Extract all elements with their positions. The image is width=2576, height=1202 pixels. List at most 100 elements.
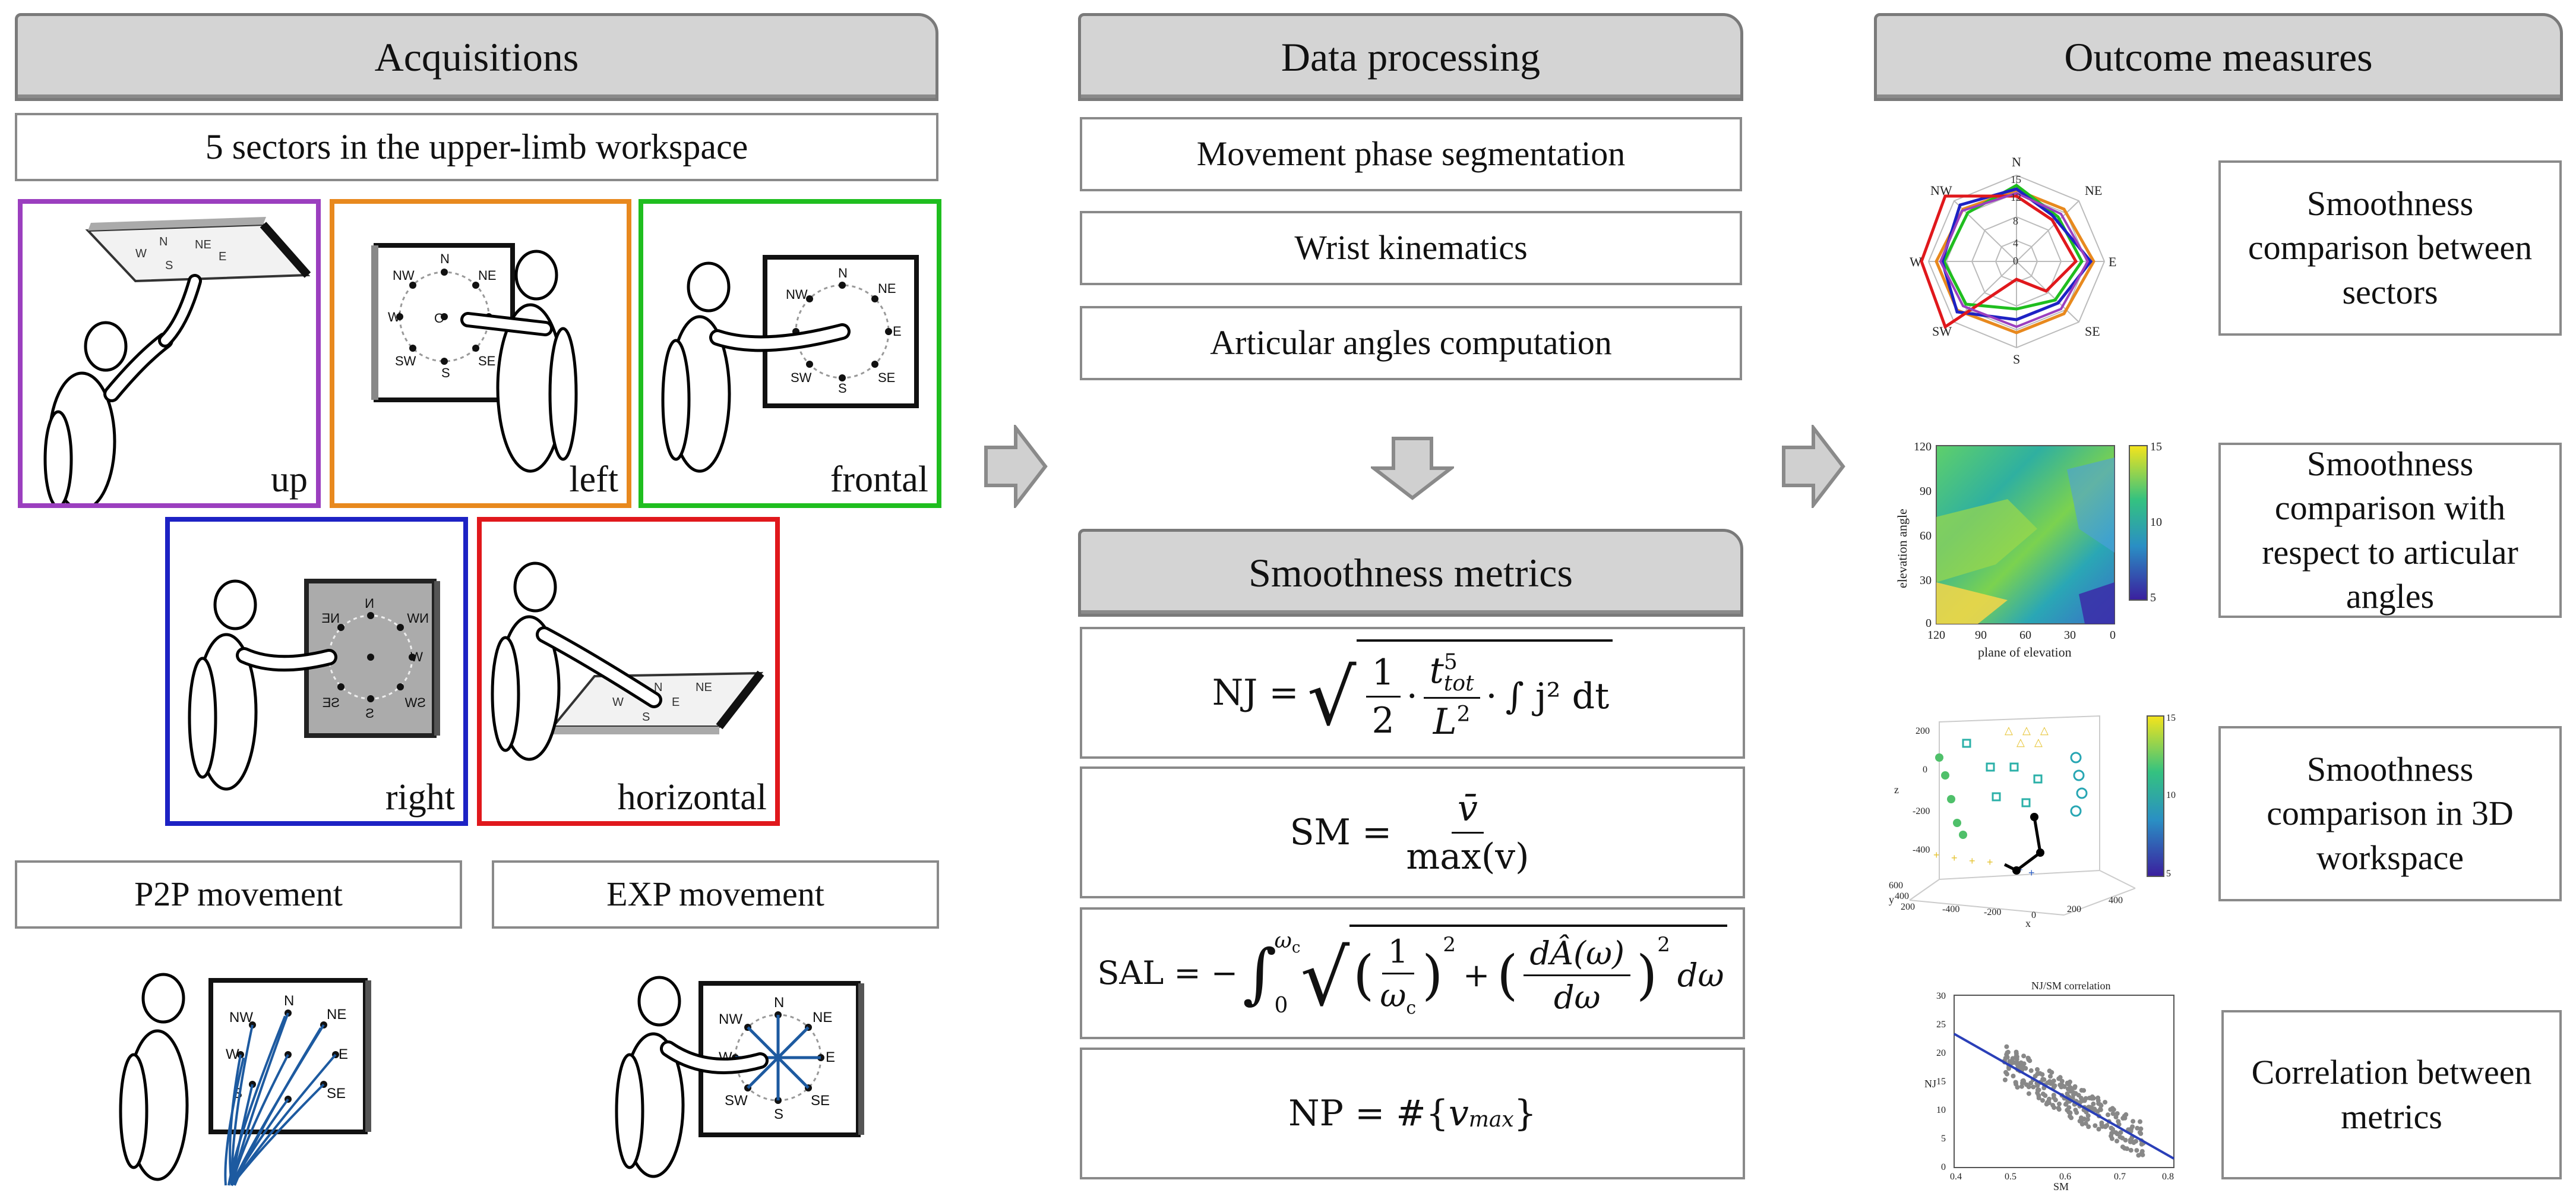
outcome-measures-title: Outcome measures xyxy=(2064,34,2373,80)
svg-text:NE: NE xyxy=(321,611,340,626)
scatter3d-ztick: -400 xyxy=(1913,845,1930,855)
sal-upper-sub: c xyxy=(1291,939,1301,957)
nj-half-den: 2 xyxy=(1371,699,1395,742)
left-compass-se: SE xyxy=(478,354,495,368)
svg-text:△: △ xyxy=(2016,736,2025,748)
correlation-ytick: 25 xyxy=(1936,1020,1946,1030)
heatmap-cbar-tick: 5 xyxy=(2150,591,2156,604)
svg-text:SW: SW xyxy=(404,695,426,710)
correlation-point xyxy=(2139,1141,2144,1147)
correlation-point xyxy=(2011,1074,2016,1078)
correlation-point xyxy=(2031,1084,2036,1090)
acquisitions-title: Acquisitions xyxy=(374,34,579,80)
svg-text:△: △ xyxy=(2005,724,2013,736)
p2p-movement-illustration: N NE NW E W SE S xyxy=(119,973,371,1187)
exp-compass-ne: NE xyxy=(813,1009,832,1026)
correlation-point xyxy=(2106,1112,2110,1118)
correlation-ytick: 15 xyxy=(1936,1077,1946,1087)
correlation-point xyxy=(2109,1125,2114,1131)
smoothness-metrics-title: Smoothness metrics xyxy=(1249,550,1573,595)
svg-text:NE: NE xyxy=(195,238,211,251)
correlation-point xyxy=(2110,1111,2116,1116)
exp-compass-e: E xyxy=(826,1049,835,1065)
correlation-ytick: 0 xyxy=(1941,1162,1946,1172)
correlation-point xyxy=(2138,1126,2144,1131)
exp-compass-se: SE xyxy=(811,1093,830,1109)
scatter3d-zlabel: z xyxy=(1894,784,1899,796)
arrow-right-icon xyxy=(1782,425,1845,508)
heatmap-ylabel: elevation angle xyxy=(1895,509,1910,588)
nj-tsup: 5 xyxy=(1443,650,1458,675)
correlation-point xyxy=(2076,1093,2081,1098)
correlation-point xyxy=(2103,1124,2108,1129)
correlation-xtick: 0.4 xyxy=(1950,1172,1962,1182)
correlation-point xyxy=(2135,1125,2140,1131)
sector-frontal-label: frontal xyxy=(830,459,928,500)
svg-text:N: N xyxy=(654,681,662,694)
correlation-point xyxy=(2117,1134,2123,1140)
correlation-point xyxy=(2065,1091,2070,1096)
smoothness-metrics-header: Smoothness metrics xyxy=(1078,529,1743,617)
scatter3d-xtick: -200 xyxy=(1984,907,2001,917)
correlation-point xyxy=(2140,1152,2145,1157)
correlation-point xyxy=(2103,1100,2108,1105)
correlation-point xyxy=(2059,1078,2065,1084)
exp-compass-nw: NW xyxy=(719,1011,742,1027)
correlation-point xyxy=(2052,1105,2057,1110)
correlation-point xyxy=(2068,1110,2073,1115)
correlation-point xyxy=(2026,1084,2031,1090)
p2p-compass-se: SE xyxy=(327,1086,346,1102)
sector-right-label: right xyxy=(385,777,455,818)
correlation-point xyxy=(2047,1079,2052,1084)
radar-dir-ne: NE xyxy=(2085,183,2102,198)
nj-integral: ∫ j² dt xyxy=(1505,676,1610,717)
correlation-point xyxy=(2085,1113,2091,1118)
heatmap-ytick: 90 xyxy=(1920,485,1932,498)
svg-text:SE: SE xyxy=(323,695,340,710)
correlation-xlabel: SM xyxy=(2053,1181,2069,1191)
correlation-title: NJ/SM correlation xyxy=(2031,980,2110,992)
correlation-point xyxy=(2113,1130,2119,1135)
svg-text:W: W xyxy=(410,649,423,664)
sector-left-label: left xyxy=(569,459,618,500)
correlation-point xyxy=(2138,1119,2142,1124)
frontal-compass-s: S xyxy=(838,381,847,396)
svg-text:E: E xyxy=(672,696,679,709)
svg-text:N: N xyxy=(159,235,167,248)
heatmap-cbar-tick: 10 xyxy=(2150,516,2162,529)
correlation-xtick: 0.5 xyxy=(2005,1172,2016,1182)
exp-compass-s: S xyxy=(774,1106,783,1122)
correlation-point xyxy=(2066,1105,2072,1110)
svg-text:NW: NW xyxy=(407,611,429,626)
sector-horizontal-label: horizontal xyxy=(617,777,767,818)
svg-text:△: △ xyxy=(2040,724,2049,736)
correlation-point xyxy=(2093,1108,2098,1113)
sal-t2-den: dω xyxy=(1553,979,1601,1017)
correlation-point xyxy=(2037,1071,2043,1076)
correlation-point xyxy=(2056,1106,2061,1110)
correlation-point xyxy=(2048,1074,2053,1079)
scatter3d-ytick: 600 xyxy=(1889,881,1903,891)
arrow-down-icon xyxy=(1371,437,1454,500)
correlation-point xyxy=(2083,1121,2088,1126)
correlation-point xyxy=(2091,1101,2096,1106)
sector-left-panel: N NE NW W SW S SE O left xyxy=(330,199,631,508)
correlation-point xyxy=(2019,1084,2024,1089)
radar-tick: 0 xyxy=(2013,255,2018,267)
heatmap-xtick: 90 xyxy=(1975,629,1987,642)
heatmap-thumbnail: 15 10 5 120 90 60 30 0 120 90 60 30 0 pl… xyxy=(1895,440,2162,660)
correlation-point xyxy=(2010,1056,2015,1061)
correlation-point xyxy=(2057,1101,2062,1106)
correlation-point xyxy=(2096,1127,2101,1132)
scatter3d-ytick: 400 xyxy=(1895,891,1909,901)
frontal-compass-n: N xyxy=(838,266,848,280)
sectors-subtitle-box: 5 sectors in the upper-limb workspace xyxy=(15,113,938,181)
sal-plus: + xyxy=(1463,957,1490,995)
p2p-compass-nw: NW xyxy=(229,1009,253,1026)
np-sub: max xyxy=(1468,1107,1514,1132)
correlation-point xyxy=(2021,1078,2026,1083)
correlation-point xyxy=(2071,1092,2076,1097)
